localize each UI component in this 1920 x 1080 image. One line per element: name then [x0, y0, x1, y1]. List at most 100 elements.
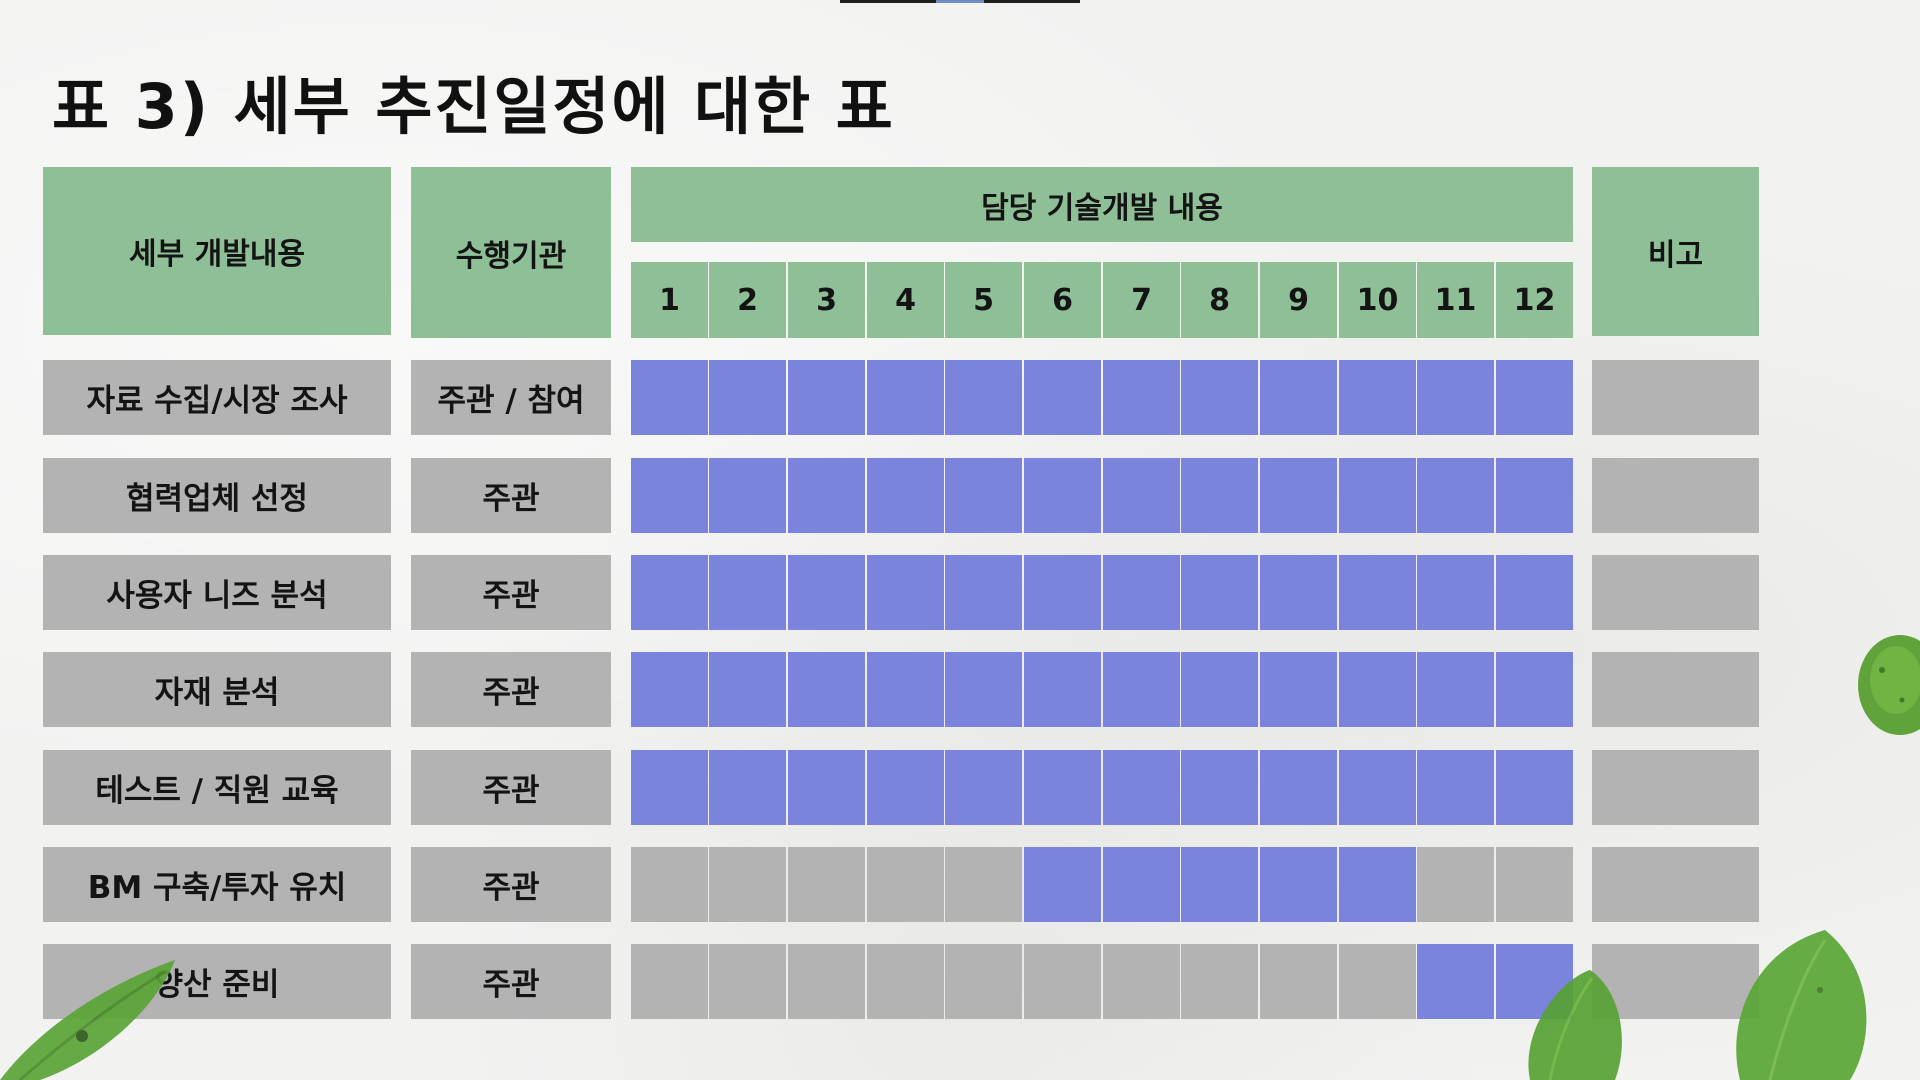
schedule-cell-active — [1103, 750, 1180, 825]
schedule-cell-inactive — [1417, 847, 1494, 922]
schedule-cell-active — [1417, 555, 1494, 630]
leaf-decoration-bottom-right-2 — [1736, 930, 1867, 1080]
task-cell: 자재 분석 — [43, 652, 391, 727]
schedule-cell-active — [709, 750, 786, 825]
schedule-cell-active — [1496, 555, 1573, 630]
leaf-decoration-right — [1858, 635, 1920, 735]
schedule-cell-active — [1024, 458, 1101, 533]
schedule-cell-active — [1496, 360, 1573, 435]
schedule-cell-active — [631, 652, 708, 727]
schedule-cell-inactive — [788, 847, 865, 922]
note-cell — [1592, 458, 1759, 533]
schedule-cell-active — [631, 750, 708, 825]
schedule-cell-inactive — [1024, 944, 1101, 1019]
schedule-cell-active — [1103, 360, 1180, 435]
month-header-2: 2 — [709, 262, 786, 338]
schedule-cell-active — [788, 750, 865, 825]
month-header-3: 3 — [788, 262, 865, 338]
org-cell: 주관 — [411, 750, 611, 825]
schedule-cell-active — [1339, 847, 1416, 922]
month-header-1: 1 — [631, 262, 708, 338]
task-cell: 자료 수집/시장 조사 — [43, 360, 391, 435]
leaf-decoration-bottom-left — [0, 960, 175, 1080]
org-cell: 주관 — [411, 847, 611, 922]
task-cell: 협력업체 선정 — [43, 458, 391, 533]
org-cell: 주관 — [411, 458, 611, 533]
month-header-8: 8 — [1181, 262, 1258, 338]
schedule-cell-active — [709, 652, 786, 727]
schedule-cell-active — [631, 360, 708, 435]
note-cell — [1592, 555, 1759, 630]
schedule-cell-active — [1417, 360, 1494, 435]
schedule-cell-active — [1024, 360, 1101, 435]
schedule-cell-active — [788, 652, 865, 727]
schedule-cell-inactive — [631, 847, 708, 922]
schedule-cell-active — [709, 555, 786, 630]
schedule-cell-active — [1103, 555, 1180, 630]
header-detail: 세부 개발내용 — [43, 167, 391, 335]
month-header-5: 5 — [945, 262, 1022, 338]
schedule-cell-active — [867, 555, 944, 630]
schedule-cell-inactive — [631, 944, 708, 1019]
schedule-cell-active — [788, 360, 865, 435]
schedule-cell-active — [1181, 750, 1258, 825]
schedule-cell-active — [1181, 652, 1258, 727]
schedule-cell-active — [1260, 847, 1337, 922]
page-title: 표 3) 세부 추진일정에 대한 표 — [52, 70, 895, 143]
schedule-cell-active — [1260, 458, 1337, 533]
schedule-cell-inactive — [945, 847, 1022, 922]
schedule-cell-active — [1103, 458, 1180, 533]
header-org: 수행기관 — [411, 167, 611, 338]
note-cell — [1592, 652, 1759, 727]
schedule-cell-active — [867, 458, 944, 533]
schedule-cell-active — [1260, 750, 1337, 825]
schedule-cell-inactive — [1260, 944, 1337, 1019]
schedule-cell-active — [709, 360, 786, 435]
schedule-cell-active — [1496, 458, 1573, 533]
org-cell: 주관 — [411, 944, 611, 1019]
schedule-cell-active — [1024, 555, 1101, 630]
schedule-cell-active — [1181, 360, 1258, 435]
schedule-cell-active — [788, 555, 865, 630]
month-header-10: 10 — [1339, 262, 1416, 338]
schedule-cell-active — [1260, 360, 1337, 435]
schedule-cell-active — [1339, 360, 1416, 435]
schedule-cell-inactive — [709, 944, 786, 1019]
note-cell — [1592, 847, 1759, 922]
schedule-cell-active — [1496, 652, 1573, 727]
schedule-cell-active — [1181, 458, 1258, 533]
task-cell: 사용자 니즈 분석 — [43, 555, 391, 630]
task-cell: BM 구축/투자 유치 — [43, 847, 391, 922]
schedule-cell-active — [1260, 652, 1337, 727]
schedule-cell-active — [709, 458, 786, 533]
schedule-cell-active — [631, 555, 708, 630]
org-cell: 주관 — [411, 555, 611, 630]
schedule-cell-active — [1339, 750, 1416, 825]
schedule-cell-inactive — [788, 944, 865, 1019]
schedule-cell-active — [867, 652, 944, 727]
schedule-cell-active — [1103, 652, 1180, 727]
task-cell: 양산 준비 — [43, 944, 391, 1019]
schedule-cell-active — [1417, 458, 1494, 533]
schedule-cell-inactive — [867, 847, 944, 922]
schedule-cell-active — [1024, 652, 1101, 727]
org-cell: 주관 — [411, 652, 611, 727]
schedule-cell-active — [1181, 555, 1258, 630]
header-schedule: 담당 기술개발 내용 — [631, 167, 1573, 242]
schedule-cell-active — [1339, 555, 1416, 630]
task-cell: 테스트 / 직원 교육 — [43, 750, 391, 825]
schedule-cell-active — [1417, 750, 1494, 825]
schedule-cell-inactive — [1103, 944, 1180, 1019]
schedule-cell-active — [1339, 652, 1416, 727]
schedule-cell-active — [945, 360, 1022, 435]
schedule-cell-active — [867, 750, 944, 825]
schedule-cell-inactive — [1496, 847, 1573, 922]
schedule-cell-active — [945, 652, 1022, 727]
schedule-cell-active — [1024, 750, 1101, 825]
schedule-cell-active — [1103, 847, 1180, 922]
schedule-cell-active — [1339, 458, 1416, 533]
org-cell: 주관 / 참여 — [411, 360, 611, 435]
schedule-cell-active — [1181, 847, 1258, 922]
month-header-9: 9 — [1260, 262, 1337, 338]
schedule-cell-active — [945, 750, 1022, 825]
